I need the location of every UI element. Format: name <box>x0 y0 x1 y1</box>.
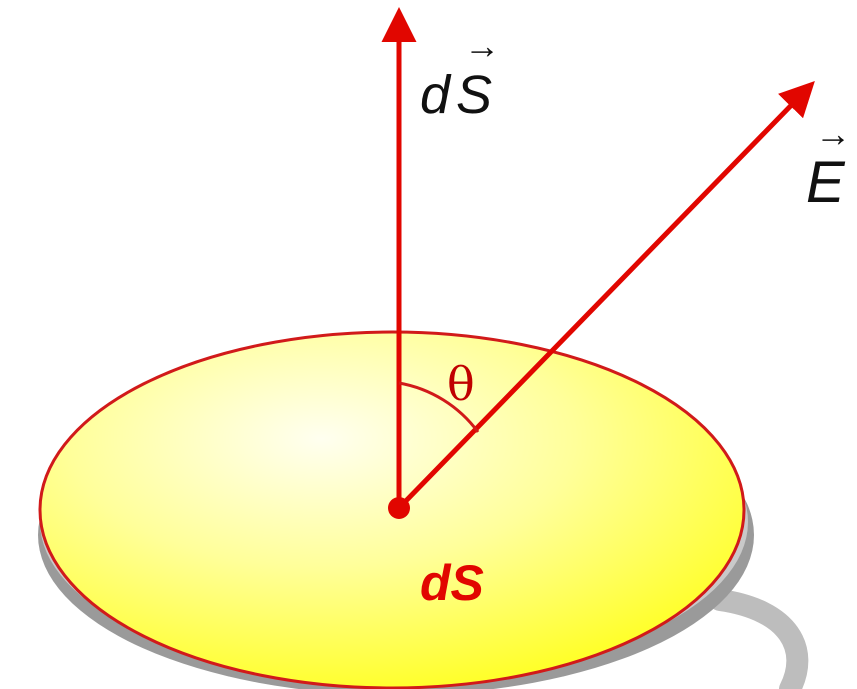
surface-loop <box>709 589 809 689</box>
area-label: dS <box>420 555 484 611</box>
origin-point <box>388 497 410 519</box>
angle-arc <box>398 381 480 433</box>
normal-vector-label-symbol: S <box>456 65 492 125</box>
field-vector-arrow: → <box>815 113 851 154</box>
normal-vector-arrow: → <box>464 25 500 66</box>
normal-vector-label-prefix: d <box>420 65 452 125</box>
field-vector-e <box>397 80 815 510</box>
theta-label: θ <box>447 357 475 411</box>
field-vector-label-symbol: E <box>806 150 846 215</box>
